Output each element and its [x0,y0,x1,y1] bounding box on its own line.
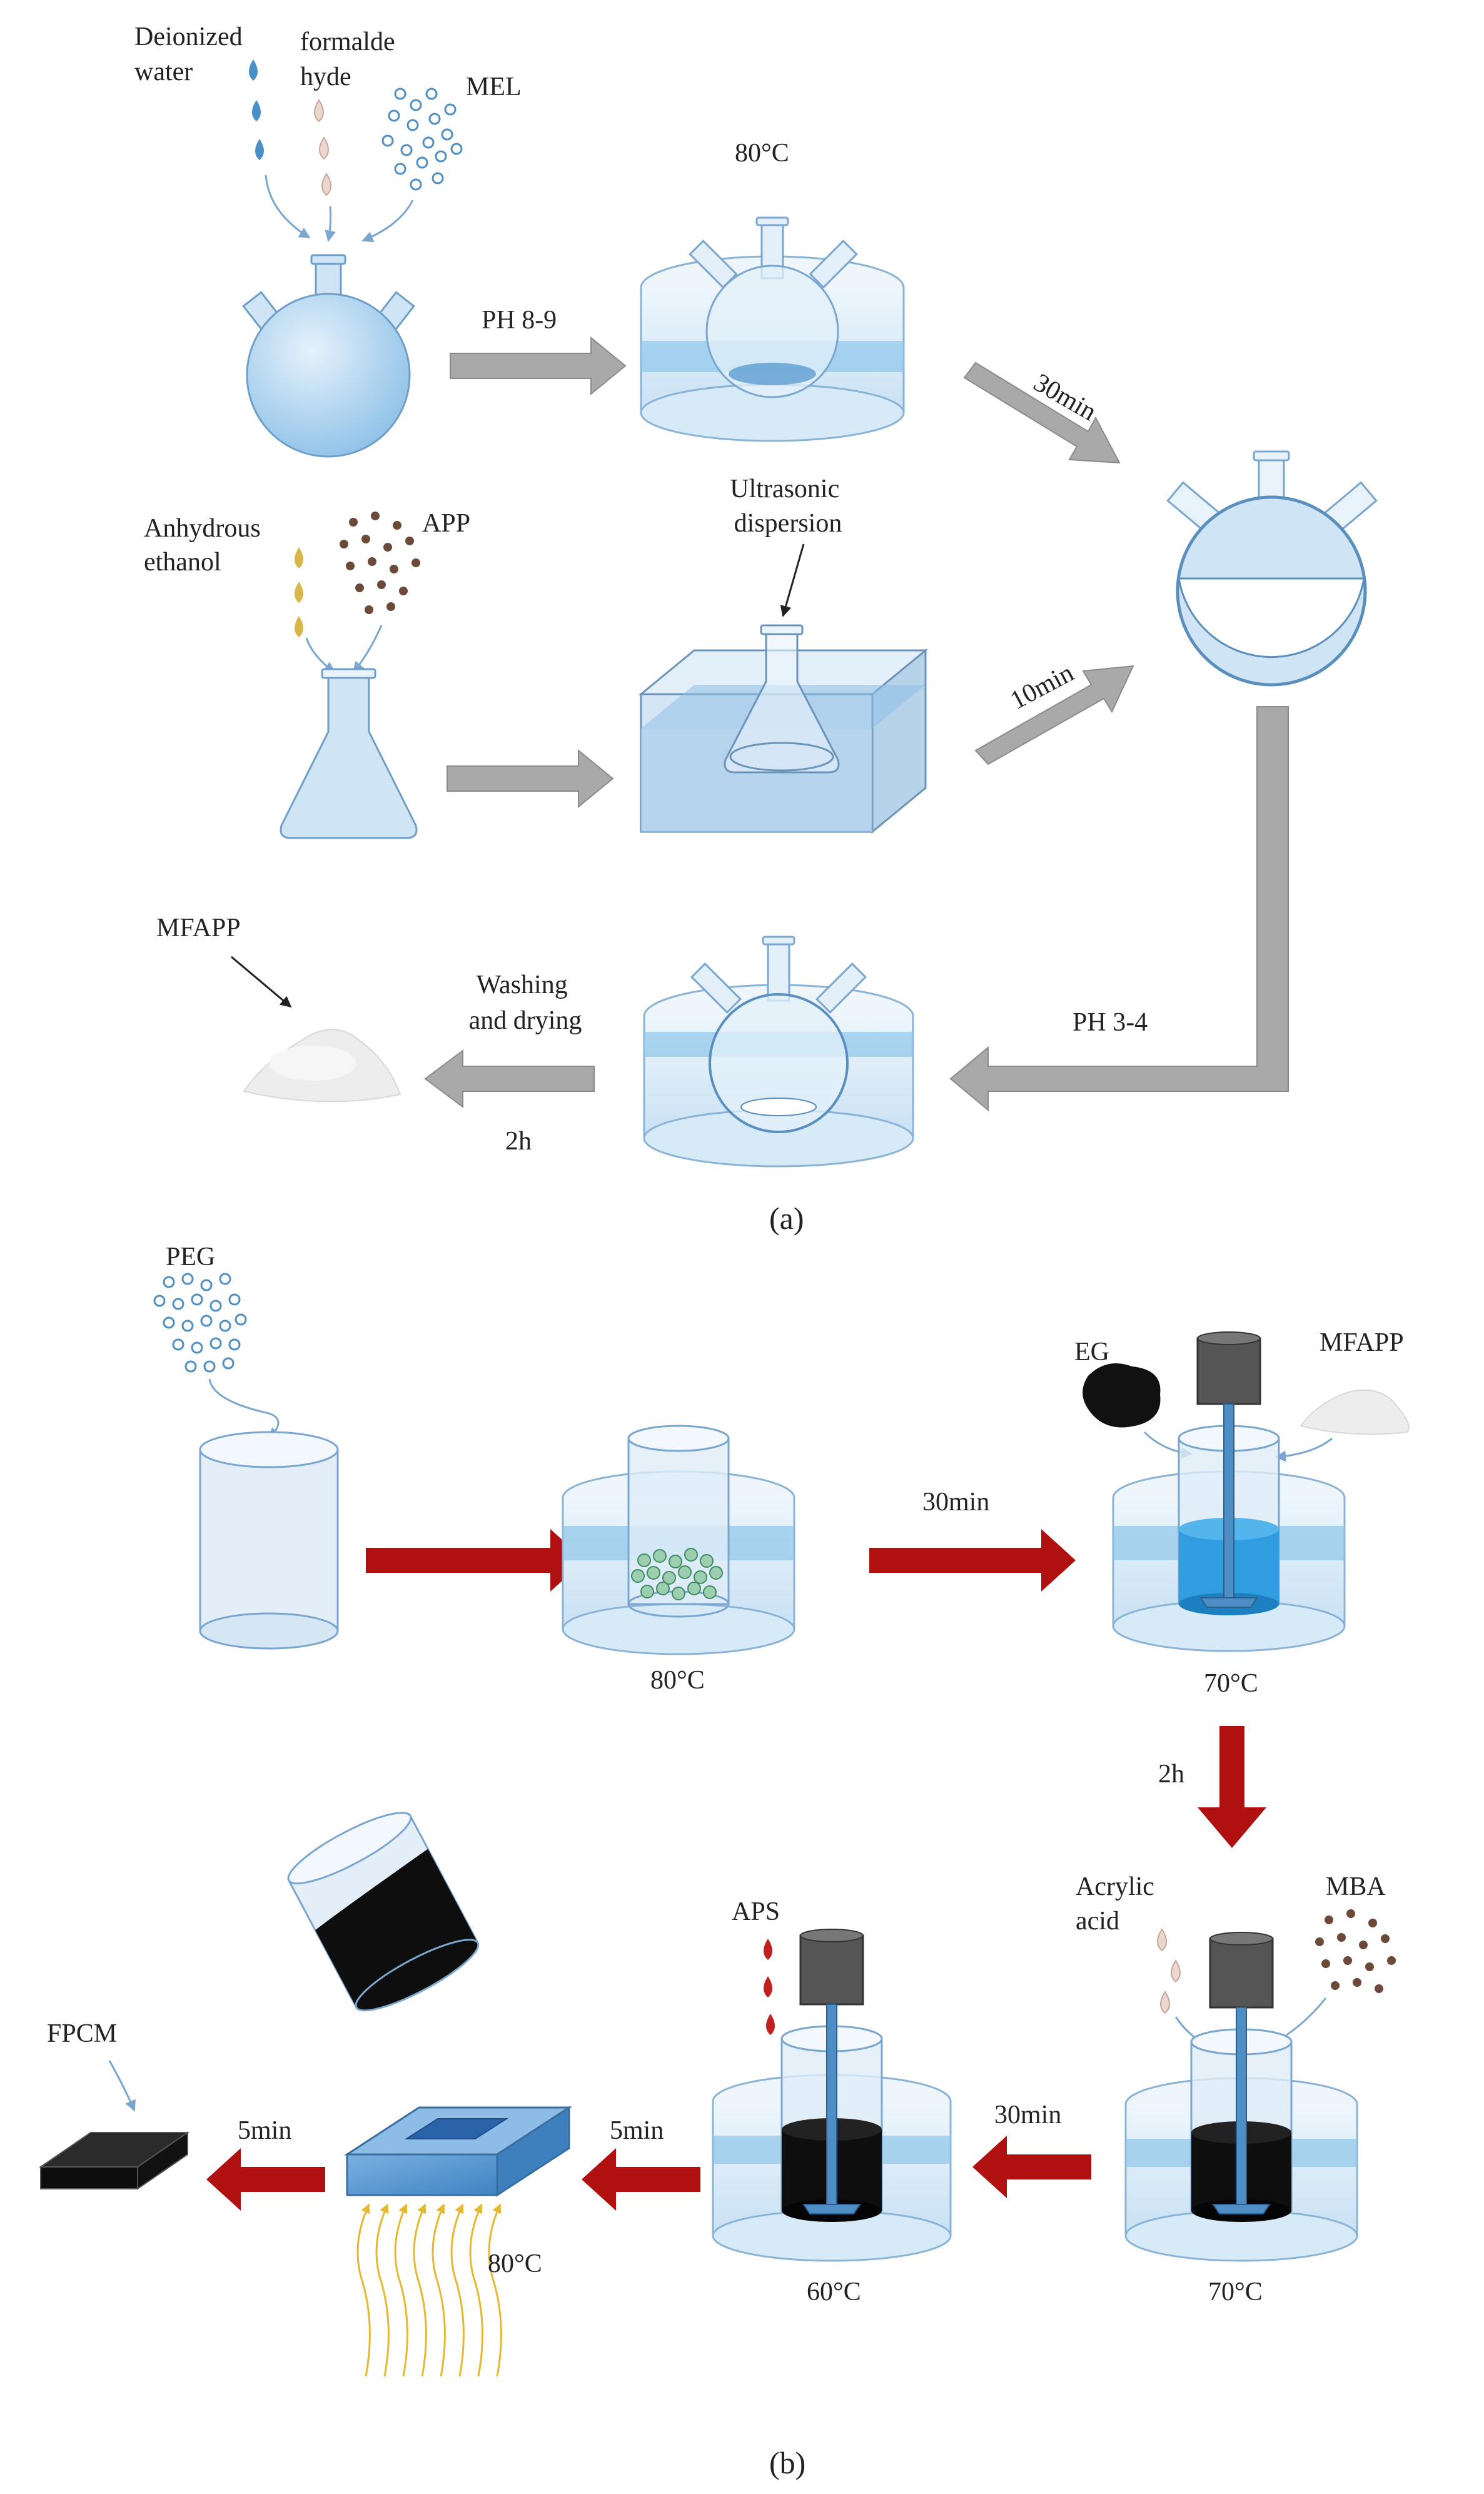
acrylic-droplets [1157,1928,1181,2014]
pointer-ultrasonic [780,543,805,617]
label-mfapp-a: MFAPP [156,914,241,942]
stirred-bath-eg [1112,1331,1346,1652]
label-5min-b: 5min [238,2116,291,2145]
eg-flakes [1083,1363,1161,1428]
mold [343,2106,573,2197]
label-70c-top: 70°C [1204,1669,1258,1698]
arrow-30min-a: 30min [963,361,1121,464]
label-app: APP [422,509,470,538]
mel-particles [381,88,463,191]
panel-b: PEG [38,1243,1410,2480]
label-fpcm: FPCM [47,2019,117,2048]
label-2h-a: 2h [505,1127,532,1156]
label-30min-b: 30min [922,1488,989,1517]
input-arrows-flask-1 [265,174,414,243]
input-arrow-peg [208,1378,280,1440]
fpcm-block [38,2131,190,2190]
mfapp-powder [243,1029,401,1103]
water-bath-flask-1 [640,216,905,442]
aps-droplets [764,1939,775,2035]
label-80c-b: 80°C [650,1666,705,1695]
label-70c-bottom: 70°C [1208,2278,1263,2306]
beaker-peg [199,1431,339,1650]
label-formaldehyde: formalde hyde [300,28,401,91]
label-temp-80: 80°C [735,139,789,168]
label-80c-mold: 80°C [488,2249,542,2278]
caption-b: (b) [769,2445,805,2480]
tilted-beaker [287,1812,480,2012]
label-30min-c: 30min [994,2101,1061,2129]
label-anhydrous-ethanol: Anhydrous ethanol [144,514,267,577]
label-ph-3-4: PH 3-4 [1073,1008,1148,1037]
arrow-ph-8-9: PH 8-9 [450,306,627,396]
heat-lines [356,2203,502,2377]
label-washing-drying: Washing and drying [469,971,582,1035]
label-60c: 60°C [807,2278,861,2306]
label-ultrasonic-dispersion: Ultrasonic dispersion [730,475,845,538]
label-peg: PEG [166,1243,215,1271]
bath-peg-melt [562,1425,795,1655]
label-aps: APS [732,1897,780,1926]
arrow-ph-3-4: PH 3-4 [949,706,1289,1112]
red-arrow-30min-c [972,2136,1091,2198]
arrow-10min: 10min [974,659,1134,765]
stirred-bath-aps [712,1929,952,2262]
mba-particles [1315,1909,1396,1993]
label-2h-b: 2h [1158,1760,1184,1789]
red-arrow-5min-b [206,2148,325,2211]
red-arrow-30min-b [869,1529,1076,1592]
three-neck-flask-filled [242,254,415,458]
water-droplets [249,59,264,160]
label-mba: MBA [1326,1872,1386,1901]
pointer-mfapp-a [231,956,292,1008]
arrow-washing-drying: Washing and drying 2h [424,971,595,1156]
mfapp-powder-b [1300,1389,1410,1435]
label-mel: MEL [466,73,522,101]
label-mfapp-b: MFAPP [1320,1328,1404,1357]
ultrasonic-tank [638,624,929,834]
stirred-bath-acrylic [1124,1932,1358,2262]
pointer-fpcm [108,2060,136,2112]
red-arrow-1 [366,1529,585,1592]
label-5min-a: 5min [610,2116,664,2145]
label-deionized-water: Deionized water [134,23,249,86]
ethanol-droplets [295,547,303,637]
peg-particles [153,1273,247,1373]
red-arrow-5min-a [582,2148,700,2211]
label-eg: EG [1074,1338,1109,1366]
arrow-to-ultrasonic [447,749,614,809]
conical-flask [280,668,418,839]
red-arrow-2h [1198,1726,1266,1848]
panel-a: Deionized water formalde hyde MEL [134,23,1378,1236]
label-acrylic-acid: Acrylic acid [1076,1872,1161,1936]
formaldehyde-droplets [314,99,331,196]
caption-a: (a) [769,1201,804,1236]
app-particles [340,512,420,614]
water-bath-flask-2 [643,936,914,1168]
three-neck-flask-empty [1166,450,1378,687]
label-ph-8-9: PH 8-9 [482,306,557,335]
input-arrows-conical [305,625,383,674]
